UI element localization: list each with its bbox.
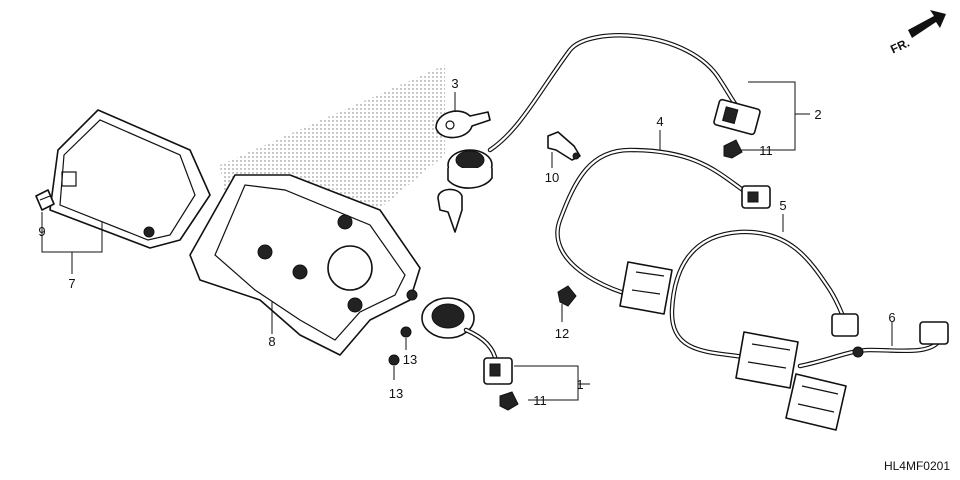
leader-lines: [41, 81, 893, 401]
key: [435, 110, 491, 139]
callout-7: 7: [68, 276, 75, 291]
harness-6: [797, 321, 949, 369]
callout-4: 4: [656, 114, 663, 129]
callout-11-upper: 11: [759, 143, 773, 158]
callout-12: 12: [555, 326, 569, 341]
clip-12: [557, 285, 577, 307]
diagram-code: HL4MF0201: [884, 459, 950, 473]
clip-10: [547, 131, 581, 161]
front-direction-label: FR.: [888, 36, 911, 57]
meter-bracket: [189, 174, 421, 356]
connector-1: [421, 297, 513, 385]
callout-11-lower: 11: [533, 393, 547, 408]
callout-2: 2: [814, 107, 821, 122]
sub-harness-4: [555, 147, 771, 315]
grommet-11-upper: [723, 139, 743, 159]
callout-8: 8: [268, 334, 275, 349]
meter-assembly: [49, 109, 211, 249]
callout-13-a: 13: [403, 352, 417, 367]
grommet-11-lower: [499, 391, 519, 411]
ignition-switch: [437, 149, 493, 233]
callout-1: 1: [576, 377, 583, 392]
callout-10: 10: [545, 170, 559, 185]
harness-5: [669, 229, 859, 431]
callout-5: 5: [779, 198, 786, 213]
screw-13-a: [400, 326, 412, 338]
ignition-harness: [487, 33, 761, 153]
front-direction-arrow-icon: [908, 10, 946, 38]
callout-13-b: 13: [389, 386, 403, 401]
callout-3: 3: [451, 76, 458, 91]
callout-9: 9: [38, 224, 45, 239]
callout-6: 6: [888, 310, 895, 325]
screw-13-b: [388, 354, 400, 366]
meter-lens-piece: [35, 189, 55, 211]
